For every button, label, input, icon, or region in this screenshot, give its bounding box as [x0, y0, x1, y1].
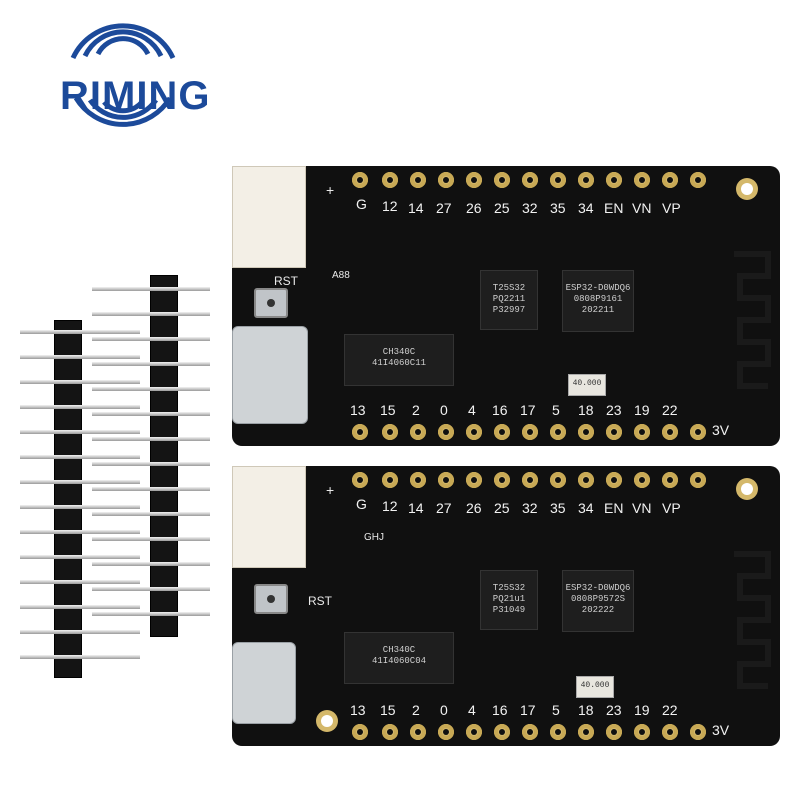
chip-label: ESP32-D0WDQ6	[565, 283, 631, 293]
pin-label: 3V	[712, 422, 730, 438]
pin-label: 17	[520, 402, 536, 418]
chip-code: P31049	[492, 605, 526, 615]
crystal: 40.000	[576, 676, 614, 698]
chip-label: T25S32	[492, 583, 526, 593]
pin-label: 2	[412, 702, 420, 718]
pin-label: VN	[632, 500, 652, 516]
pin-label: 32	[522, 200, 538, 216]
chip-code: 0808P9161	[573, 294, 623, 304]
riming-logo: RIMING	[28, 18, 218, 138]
crystal: 40.000	[568, 374, 606, 396]
pin-label: VP	[662, 500, 681, 516]
chip-code: PQ2211	[492, 294, 526, 304]
chip-label: CH340C	[382, 645, 416, 655]
rst-label: RST	[308, 594, 332, 608]
pin-label: 16	[492, 402, 508, 418]
battery-connector	[232, 166, 306, 268]
pin-label: G	[356, 496, 367, 512]
component-label: A88	[332, 270, 350, 281]
chip-code: 41I4060C04	[371, 656, 426, 666]
pin-label: 18	[578, 702, 594, 718]
esp32-board-micro-usb: G 12 14 27 26 25 32 35 34 EN VN VP + RST…	[232, 466, 780, 746]
plus-label: +	[326, 482, 335, 498]
chip-code: 202222	[581, 605, 615, 615]
pin-label: 22	[662, 702, 678, 718]
pin-label: 23	[606, 402, 622, 418]
logo-text: RIMING	[60, 74, 211, 118]
pin-label: 16	[492, 702, 508, 718]
chip-label: T25S32	[492, 283, 526, 293]
antenna-trace-icon	[734, 551, 771, 689]
pin-label: 13	[350, 402, 366, 418]
pin-label: 12	[382, 198, 398, 214]
chip-code: 202211	[581, 305, 615, 315]
mounting-hole	[316, 710, 338, 732]
flash-chip: T25S32 PQ2211 P32997	[480, 270, 538, 330]
plus-label: +	[326, 182, 335, 198]
chip-code: P32997	[492, 305, 526, 315]
pin-header-strip-right	[92, 275, 217, 640]
mounting-hole	[736, 478, 758, 500]
pin-label: 5	[552, 402, 560, 418]
pin-label: G	[356, 196, 367, 212]
chip-code: PQ21u1	[492, 594, 526, 604]
reset-button-icon[interactable]	[254, 584, 288, 614]
riming-logo-icon	[70, 23, 176, 127]
pin-label: 34	[578, 200, 594, 216]
rst-label: RST	[274, 274, 298, 288]
component-label: GHJ	[364, 532, 384, 543]
chip-label: ESP32-D0WDQ6	[565, 583, 631, 593]
pin-label: 15	[380, 402, 396, 418]
pin-label: 14	[408, 500, 424, 516]
chip-label: CH340C	[382, 347, 416, 357]
pin-label: 19	[634, 402, 650, 418]
pin-label: 13	[350, 702, 366, 718]
pin-label: VN	[632, 200, 652, 216]
battery-connector	[232, 466, 306, 568]
antenna-trace-icon	[734, 251, 771, 389]
pin-label: 26	[466, 200, 482, 216]
esp32-chip: ESP32-D0WDQ6 0808P9572S 202222	[562, 570, 634, 632]
pin-label: 34	[578, 500, 594, 516]
pin-label: 22	[662, 402, 678, 418]
pin-label: 23	[606, 702, 622, 718]
pin-label: 0	[440, 702, 448, 718]
pin-label: 25	[494, 500, 510, 516]
pin-label: EN	[604, 200, 624, 216]
pin-label: 17	[520, 702, 536, 718]
pin-label: 35	[550, 500, 566, 516]
pin-label: 32	[522, 500, 538, 516]
pin-label: 27	[436, 500, 452, 516]
chip-code: 41I4060C11	[371, 358, 426, 368]
usb-serial-chip: CH340C 41I4060C04	[344, 632, 454, 684]
pin-label: 27	[436, 200, 452, 216]
flash-chip: T25S32 PQ21u1 P31049	[480, 570, 538, 630]
chip-code: 0808P9572S	[570, 594, 625, 604]
pin-label: 4	[468, 402, 476, 418]
mounting-hole	[736, 178, 758, 200]
pin-label: 18	[578, 402, 594, 418]
usb-c-icon	[232, 326, 308, 424]
micro-usb-icon	[232, 642, 296, 724]
pin-label: 14	[408, 200, 424, 216]
pin-label: 2	[412, 402, 420, 418]
pin-label: 15	[380, 702, 396, 718]
pin-label: 5	[552, 702, 560, 718]
pin-label: 12	[382, 498, 398, 514]
pin-label: 3V	[712, 722, 730, 738]
pin-label: 26	[466, 500, 482, 516]
pin-label: 35	[550, 200, 566, 216]
pin-label: 25	[494, 200, 510, 216]
pin-label: VP	[662, 200, 681, 216]
usb-serial-chip: CH340C 41I4060C11	[344, 334, 454, 386]
pin-label: EN	[604, 500, 624, 516]
esp32-chip: ESP32-D0WDQ6 0808P9161 202211	[562, 270, 634, 332]
pin-label: 4	[468, 702, 476, 718]
pin-label: 19	[634, 702, 650, 718]
reset-button-icon[interactable]	[254, 288, 288, 318]
esp32-board-usb-c: G 12 14 27 26 25 32 35 34 EN VN VP + RST…	[232, 166, 780, 446]
pin-header-strip-left	[20, 320, 150, 680]
pin-label: 0	[440, 402, 448, 418]
